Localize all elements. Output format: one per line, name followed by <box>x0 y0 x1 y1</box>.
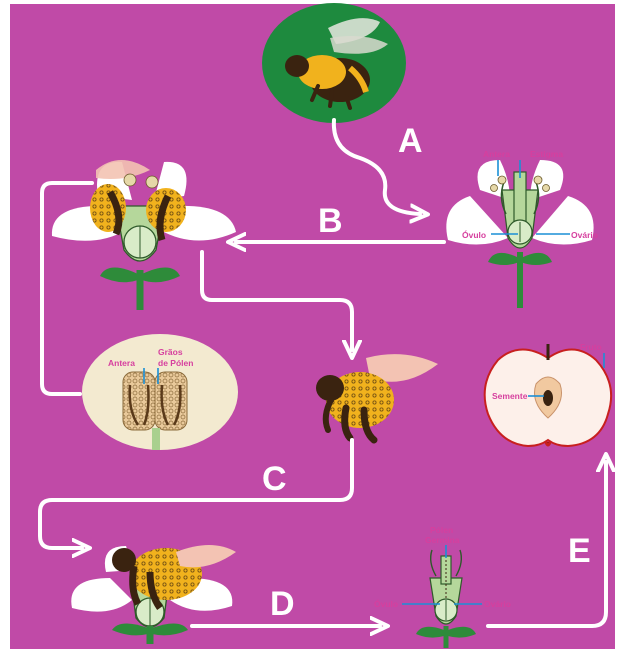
label-ovario-bottom: Ovário <box>484 599 511 609</box>
label-polen-line2: Germina <box>425 535 460 545</box>
label-ovulo-top: Óvulo <box>462 229 486 240</box>
label-ovulo-bottom: Óvulo <box>374 598 398 609</box>
bee-circle <box>262 3 406 123</box>
label-antera-top: Antera <box>483 149 510 159</box>
label-antera-circle: Antera <box>108 358 135 368</box>
step-c-label: C <box>262 460 287 498</box>
label-graos-line2: de Pólen <box>158 358 193 368</box>
label-polen-line1: Pólen <box>430 525 453 535</box>
label-estigma: Estigma <box>530 149 563 159</box>
label-graos-line1: Grãos <box>158 347 183 357</box>
step-e-label: E <box>568 532 591 570</box>
label-semente: Semente <box>492 391 528 401</box>
step-a-label: A <box>398 122 423 160</box>
label-ovario-top: Ovário <box>571 230 598 240</box>
label-fruto: Fruto <box>580 342 602 352</box>
step-d-label: D <box>270 585 295 623</box>
step-b-label: B <box>318 202 343 240</box>
